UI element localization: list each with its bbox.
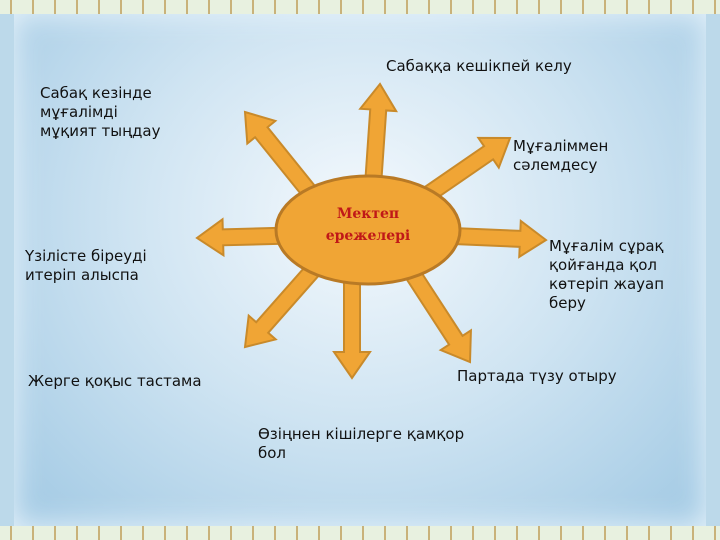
rule-label-right: Мұғалім сұрақ қойғанда қол көтеріп жауап… <box>549 237 665 312</box>
rule-label-left: Үзілісте біреуді итеріп алыспа <box>25 247 147 284</box>
arrow-down <box>332 269 372 380</box>
bottom-ornament-band <box>0 526 720 540</box>
center-title: Мектеп ережелері <box>300 203 436 247</box>
rule-label-upper-right: Мұғаліммен сәлемдесу <box>513 137 609 174</box>
rule-label-bottom: Өзіңнен кішілерге қамқор бол <box>258 425 465 462</box>
arrow-upper-right <box>414 136 512 208</box>
center-title-line2: ережелері <box>325 228 411 244</box>
arrow-lower-left <box>243 255 328 349</box>
rule-label-top: Сабаққа кешікпей келу <box>386 57 572 75</box>
rule-label-lower-right: Партада түзу отыру <box>457 367 617 385</box>
center-ellipse <box>274 174 462 286</box>
rule-label-lower-left: Жерге қоқыс тастама <box>28 372 202 390</box>
rule-label-upper-left: Сабақ кезінде мұғалімді мұқият тыңдау <box>40 84 161 140</box>
center-title-line1: Мектеп <box>336 206 400 222</box>
top-ornament-band <box>0 0 720 14</box>
